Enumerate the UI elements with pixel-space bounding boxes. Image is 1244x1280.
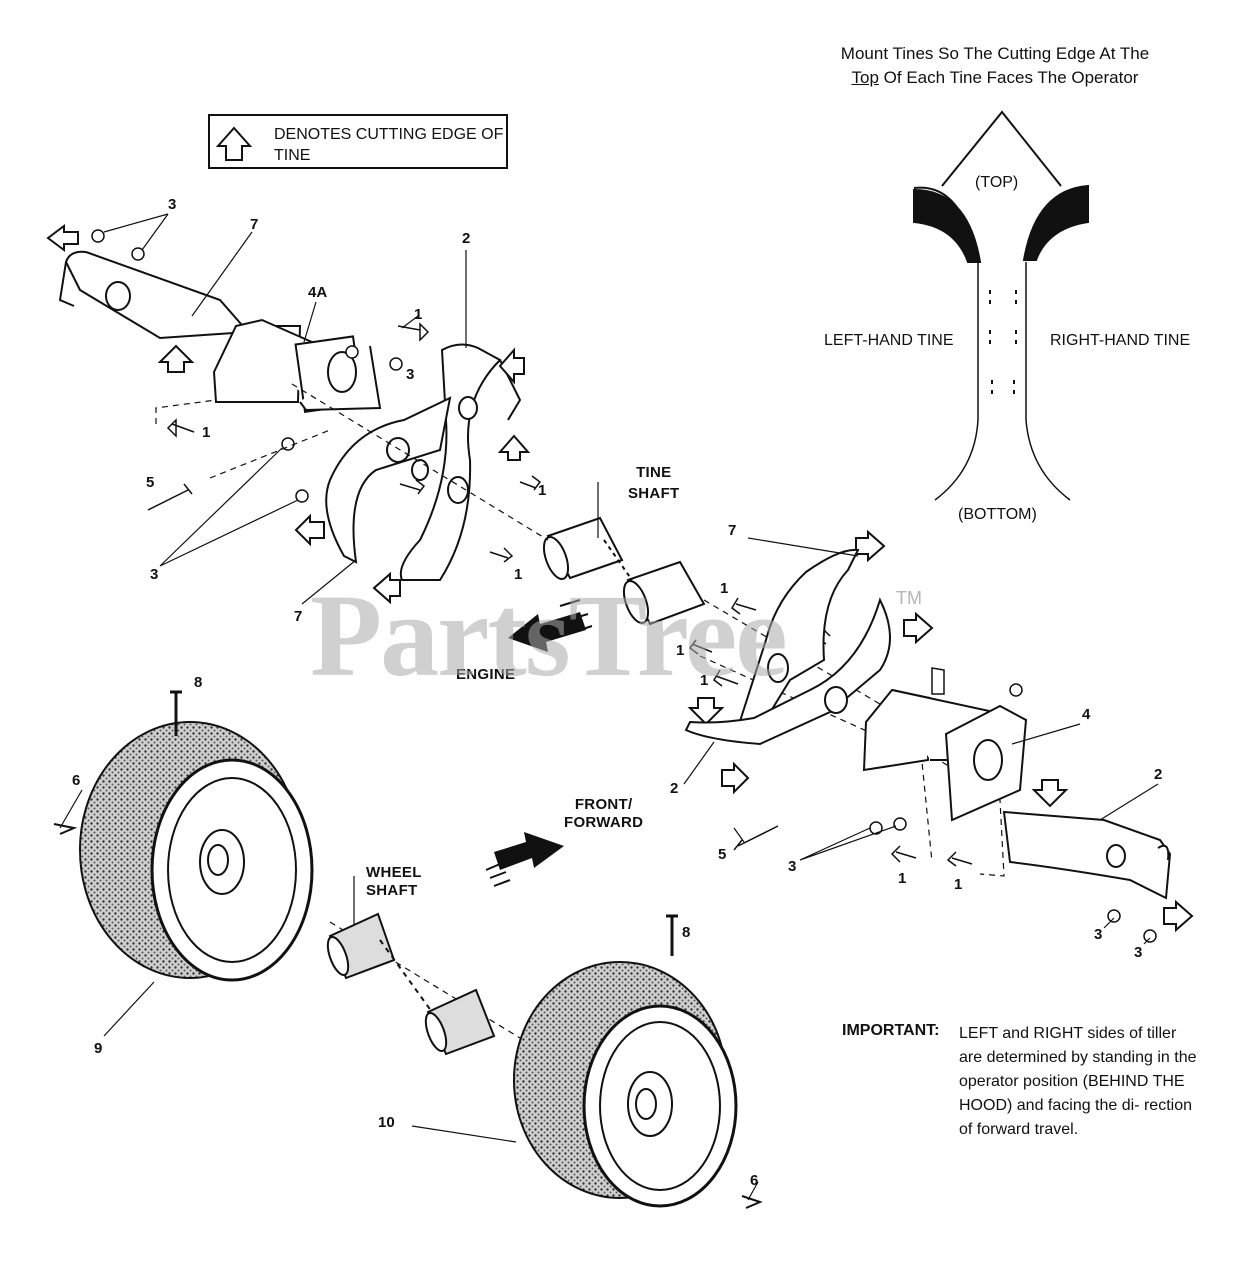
callout-4: 4 <box>1082 706 1091 723</box>
front-label-line1: FRONT/ <box>574 796 633 813</box>
wheel-shaft-label-line2: SHAFT <box>366 882 418 899</box>
wheel-9 <box>53 690 314 982</box>
callout-1: 1 <box>514 566 523 583</box>
right-hand-tine-label: RIGHT-HAND TINE <box>1050 332 1191 349</box>
callout-3: 3 <box>1134 944 1143 961</box>
callout-7: 7 <box>728 522 737 539</box>
wheel-shaft-label: WHEEL SHAFT <box>366 864 422 900</box>
cutting-edge-arrows <box>46 224 1194 933</box>
note-line-2: Of Each Tine Faces The Operator <box>878 68 1139 87</box>
callout-1: 1 <box>676 642 685 659</box>
callout-1: 1 <box>414 306 423 323</box>
callout-3: 3 <box>406 366 415 383</box>
tine-2-right <box>684 597 891 746</box>
callout-4a: 4A <box>308 284 328 301</box>
callout-5: 5 <box>718 846 727 863</box>
callout-1: 1 <box>720 580 729 597</box>
front-arrow-icon <box>485 832 564 887</box>
callout-3: 3 <box>788 858 797 875</box>
tine-2-left <box>399 343 502 581</box>
front-label-line2: FORWARD <box>564 814 644 831</box>
tine-bottom-label: (BOTTOM) <box>958 506 1037 523</box>
left-tine-blade <box>913 188 982 263</box>
callout-3: 3 <box>150 566 159 583</box>
important-text: LEFT and RIGHT sides of tiller are deter… <box>959 1025 1197 1138</box>
callout-2: 2 <box>462 230 471 247</box>
front-forward-label: FRONT/ FORWARD <box>564 796 643 832</box>
tine-2-far <box>1002 810 1172 900</box>
tine-shaft <box>542 516 706 626</box>
left-hand-tine-label: LEFT-HAND TINE <box>824 332 954 349</box>
callout-5: 5 <box>146 474 155 491</box>
right-tine-assembly <box>684 548 1172 900</box>
callout-6: 6 <box>750 1172 759 1189</box>
callout-3: 3 <box>168 196 177 213</box>
callout-1: 1 <box>202 424 211 441</box>
tine-top-label: (TOP) <box>975 174 1019 191</box>
note-top-word: Top <box>851 68 879 87</box>
right-tine-blade <box>1022 184 1089 261</box>
callout-8: 8 <box>194 674 203 691</box>
tine-shaft-label: TINE SHAFT <box>628 462 680 504</box>
tine-7-right <box>732 548 860 744</box>
wheel-shaft-label-line1: WHEEL <box>366 864 422 881</box>
tine-7-upper <box>64 250 251 340</box>
tine-shaft-label-line1: TINE <box>636 464 672 481</box>
callout-8: 8 <box>682 924 691 941</box>
fasteners <box>91 229 1157 943</box>
callout-10: 10 <box>378 1114 395 1131</box>
callout-1: 1 <box>954 876 963 893</box>
tine-7-lower <box>325 396 452 564</box>
callout-1: 1 <box>538 482 547 499</box>
tine-orientation-diagram <box>913 110 1089 501</box>
legend-arrow-icon <box>215 126 253 161</box>
left-tine-assembly <box>58 250 522 581</box>
partstree-watermark: PartsTree <box>310 570 788 701</box>
callout-9: 9 <box>94 1040 103 1057</box>
tine-shaft-label-line2: SHAFT <box>628 485 680 502</box>
callout-7: 7 <box>250 216 259 233</box>
callout-2: 2 <box>670 780 679 797</box>
engine-label: ENGINE <box>456 666 516 683</box>
leader-lines <box>59 213 1159 1201</box>
legend-text: DENOTES CUTTING EDGE OF TINE <box>274 126 504 164</box>
callout-1: 1 <box>700 672 709 689</box>
cutting-edge-legend: DENOTES CUTTING EDGE OF TINE <box>208 114 508 169</box>
engine-arrow-icon <box>508 599 593 652</box>
important-label: IMPORTANT: <box>842 1022 940 1039</box>
callout-7: 7 <box>294 608 303 625</box>
callout-3: 3 <box>1094 926 1103 943</box>
wheel-10 <box>513 914 763 1209</box>
callout-1: 1 <box>898 870 907 887</box>
mount-tines-note: Mount Tines So The Cutting Edge At The T… <box>820 42 1170 90</box>
note-line-1: Mount Tines So The Cutting Edge At The <box>840 44 1150 63</box>
wheel-shaft <box>326 912 496 1056</box>
watermark-trademark: TM <box>896 588 922 608</box>
callout-6: 6 <box>72 772 81 789</box>
callout-2: 2 <box>1154 766 1163 783</box>
